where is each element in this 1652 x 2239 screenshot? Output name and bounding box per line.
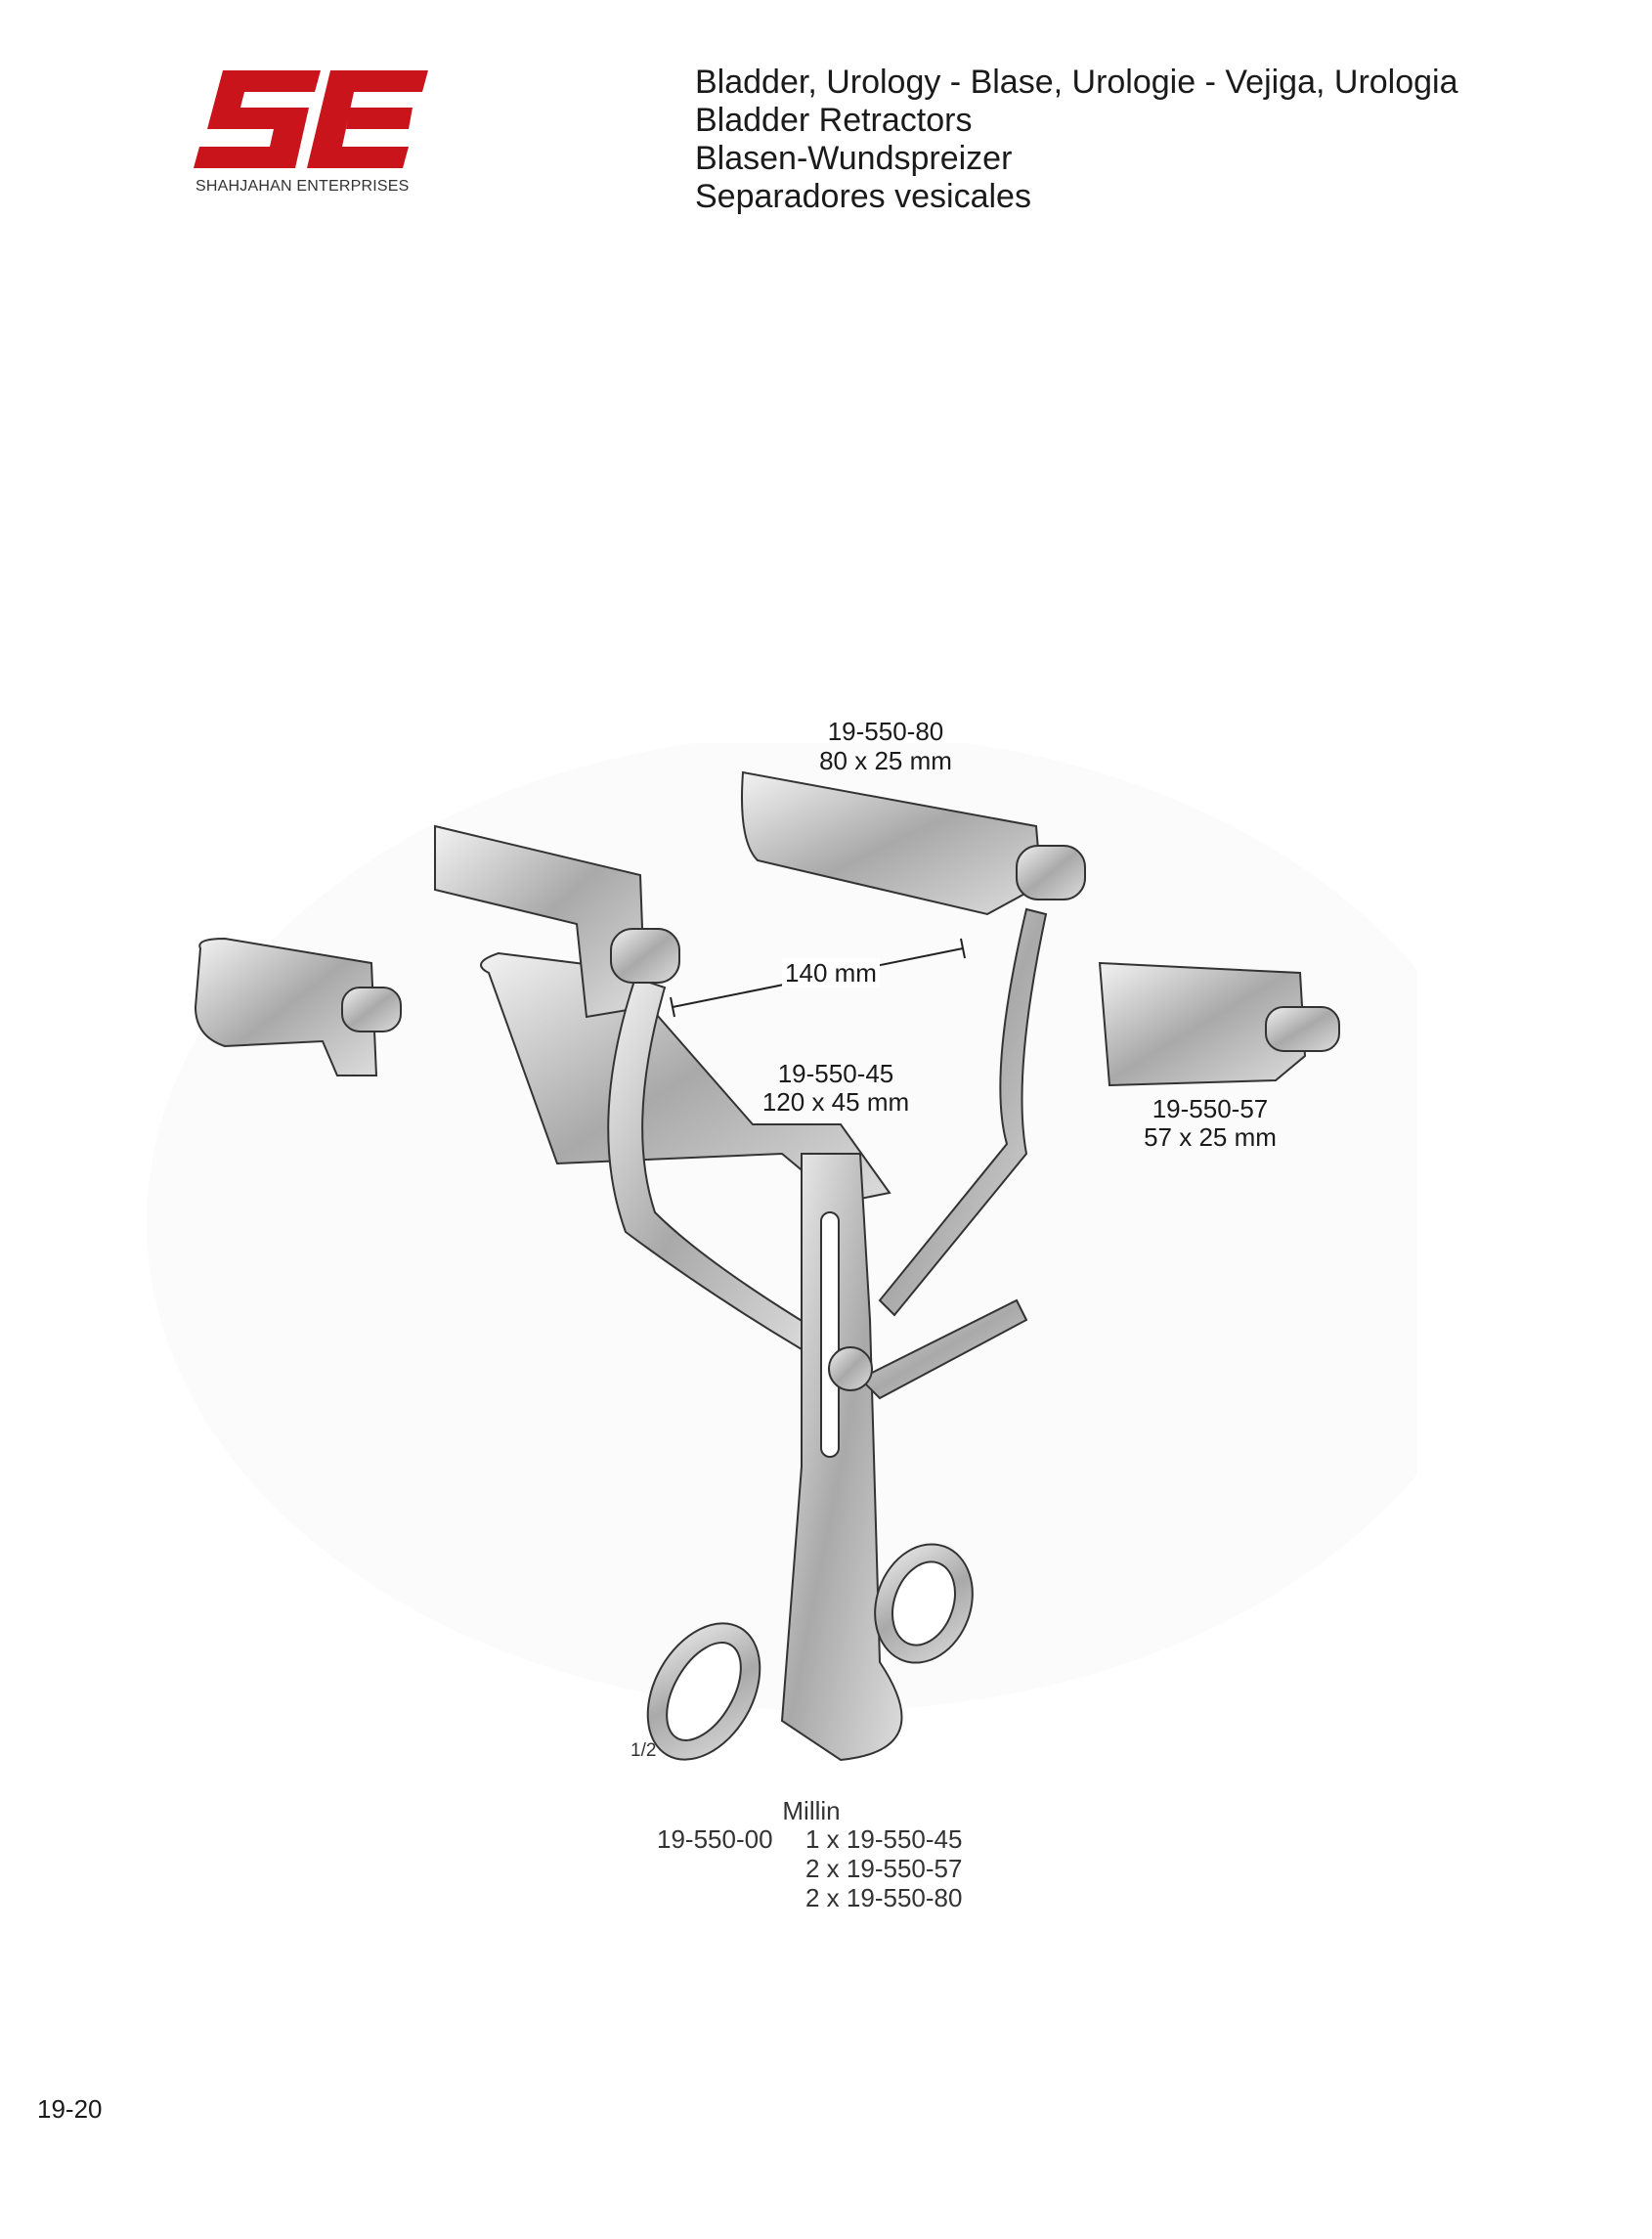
component-item: 1 x 19-550-45 — [805, 1824, 963, 1854]
span-dimension: 140 mm — [782, 958, 880, 988]
brand-name: SHAHJAHAN ENTERPRISES — [196, 178, 410, 195]
page-number: 19-20 — [37, 2094, 103, 2124]
product-title-en: Bladder Retractors — [695, 102, 973, 139]
retractor-illustration — [147, 743, 1417, 1762]
component-list: 1 x 19-550-45 2 x 19-550-57 2 x 19-550-8… — [805, 1824, 962, 1912]
blade-57-code: 19-550-57 — [1152, 1094, 1269, 1123]
component-item: 2 x 19-550-57 — [805, 1854, 963, 1883]
blade-80-size: 80 x 25 mm — [819, 746, 952, 775]
blade-80-code: 19-550-80 — [827, 717, 944, 746]
blade-45-size: 120 x 45 mm — [761, 1087, 910, 1117]
product-title-de: Blasen-Wundspreizer — [695, 140, 1013, 177]
product-code: 19-550-00 — [657, 1824, 773, 1854]
scale-note: 1/2 — [630, 1740, 657, 1761]
product-name: Millin — [782, 1796, 841, 1825]
blade-57-size: 57 x 25 mm — [1144, 1122, 1277, 1152]
blade-45-code: 19-550-45 — [777, 1059, 894, 1088]
shahjahan-logo — [194, 70, 428, 168]
product-title-es: Separadores vesicales — [695, 178, 1031, 215]
component-item: 2 x 19-550-80 — [805, 1883, 963, 1912]
category-title: Bladder, Urology - Blase, Urologie - Vej… — [695, 64, 1458, 101]
